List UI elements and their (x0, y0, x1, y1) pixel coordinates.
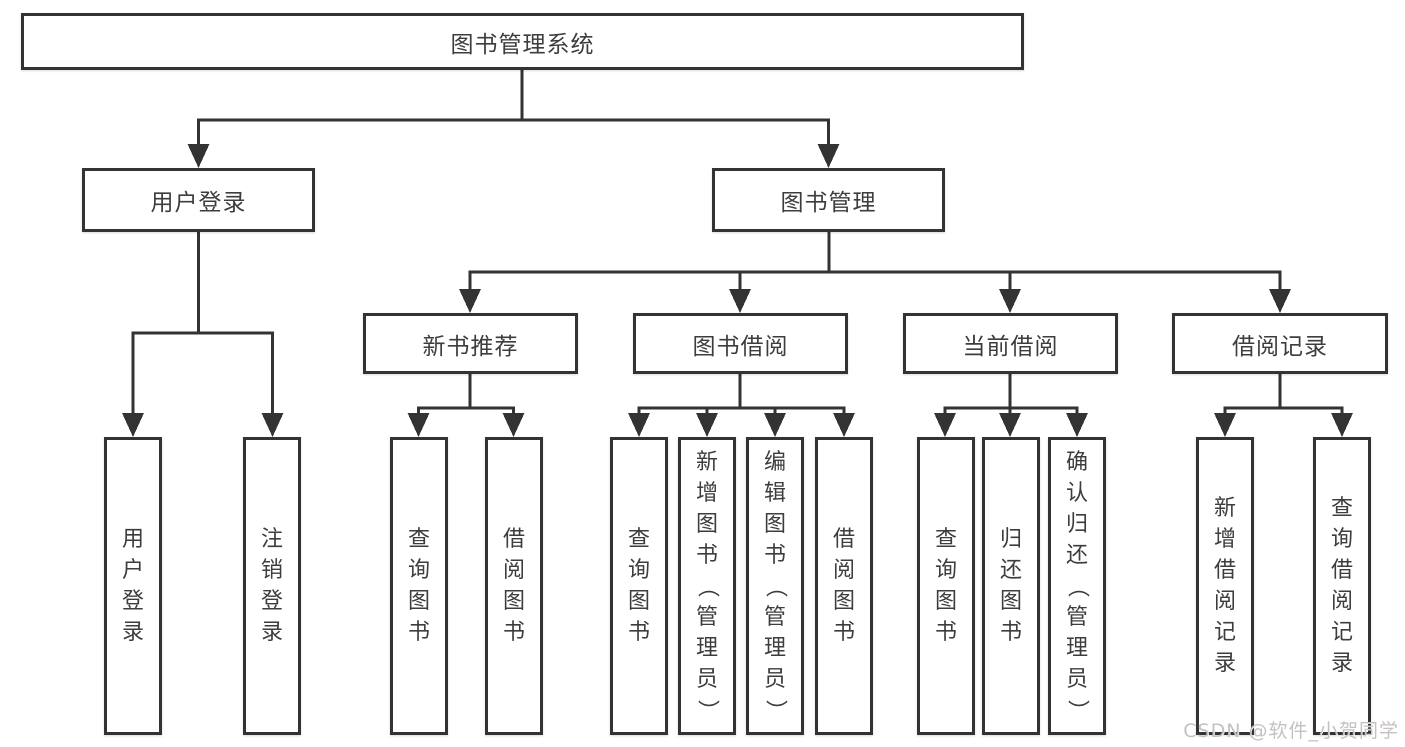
arrowhead (459, 289, 481, 313)
arrowhead (122, 413, 144, 437)
connector-borrow-record-to-leaves (1214, 372, 1353, 437)
leaf-borrow-book-label: 借阅图书 (832, 527, 855, 645)
leaf-recommend-query-book: 查询图书 (390, 437, 448, 735)
arrowhead (729, 289, 751, 313)
node-user-login-label: 用户登录 (150, 190, 247, 216)
arrowhead (407, 413, 430, 437)
node-book-management-label: 图书管理 (780, 190, 877, 216)
leaf-add-borrow-record: 新增借阅记录 (1196, 437, 1254, 735)
connector-user-login-to-leaves (122, 229, 284, 437)
leaf-query-borrow-record-label: 查询借阅记录 (1330, 496, 1353, 676)
arrowhead (187, 144, 210, 168)
node-root-label: 图书管理系统 (450, 31, 595, 58)
leaf-query-borrow-record: 查询借阅记录 (1313, 437, 1371, 735)
leaf-user-login: 用户登录 (104, 437, 162, 735)
node-root: 图书管理系统 (21, 13, 1024, 70)
leaf-recommend-query-book-label: 查询图书 (407, 527, 430, 645)
arrowhead (833, 413, 855, 437)
csdn-watermark: CSDN @软件_小贺同学 (1183, 720, 1399, 742)
connector-root-to-level2 (187, 70, 840, 168)
arrowhead (934, 413, 956, 437)
node-borrow-record: 借阅记录 (1172, 313, 1388, 374)
leaf-recommend-borrow-book-label: 借阅图书 (502, 527, 525, 645)
leaf-add-book-admin-label: 新增图书（管理员） (694, 449, 720, 722)
arrowhead (999, 413, 1021, 437)
leaf-current-query-book-label: 查询图书 (934, 527, 957, 645)
leaf-return-book: 归还图书 (982, 437, 1040, 735)
arrowhead (502, 413, 525, 437)
leaf-recommend-borrow-book: 借阅图书 (485, 437, 543, 735)
arrowhead (1331, 413, 1353, 437)
arrowhead (1269, 289, 1291, 313)
leaf-add-book-admin: 新增图书（管理员） (678, 437, 736, 735)
leaf-current-query-book: 查询图书 (917, 437, 975, 735)
connector-current-borrow-to-leaves (934, 372, 1088, 437)
node-book-borrow: 图书借阅 (633, 313, 848, 374)
arrowhead (1214, 413, 1236, 437)
connector-new-book-recommend-to-leaves (407, 372, 525, 437)
leaf-logout-label: 注销登录 (260, 527, 283, 645)
leaf-logout: 注销登录 (243, 437, 301, 735)
node-book-management: 图书管理 (712, 168, 945, 232)
leaf-borrow-book: 借阅图书 (815, 437, 873, 735)
node-new-book-recommend: 新书推荐 (363, 313, 578, 374)
node-user-login: 用户登录 (82, 168, 315, 232)
leaf-borrow-query-book-label: 查询图书 (627, 527, 650, 645)
arrowhead (764, 413, 786, 437)
leaf-confirm-return-admin-label: 确认归还（管理员） (1064, 449, 1090, 722)
node-new-book-recommend-label: 新书推荐 (422, 333, 519, 360)
leaf-add-borrow-record-label: 新增借阅记录 (1213, 496, 1236, 676)
arrowhead (817, 144, 840, 168)
node-current-borrow: 当前借阅 (903, 313, 1118, 374)
arrowhead (628, 413, 650, 437)
node-current-borrow-label: 当前借阅 (962, 333, 1059, 360)
node-book-borrow-label: 图书借阅 (692, 333, 789, 360)
arrowhead (1066, 413, 1088, 437)
arrowhead (696, 413, 718, 437)
leaf-edit-book-admin: 编辑图书（管理员） (746, 437, 804, 735)
connector-book-borrow-to-leaves (628, 372, 855, 437)
arrowhead (261, 413, 284, 437)
leaf-return-book-label: 归还图书 (999, 527, 1022, 645)
node-borrow-record-label: 借阅记录 (1232, 333, 1328, 360)
leaf-edit-book-admin-label: 编辑图书（管理员） (762, 449, 788, 722)
leaf-borrow-query-book: 查询图书 (610, 437, 668, 735)
leaf-user-login-label: 用户登录 (121, 527, 144, 645)
connector-book-management-to-level3 (459, 229, 1291, 313)
arrowhead (999, 289, 1021, 313)
leaf-confirm-return-admin: 确认归还（管理员） (1048, 437, 1106, 735)
